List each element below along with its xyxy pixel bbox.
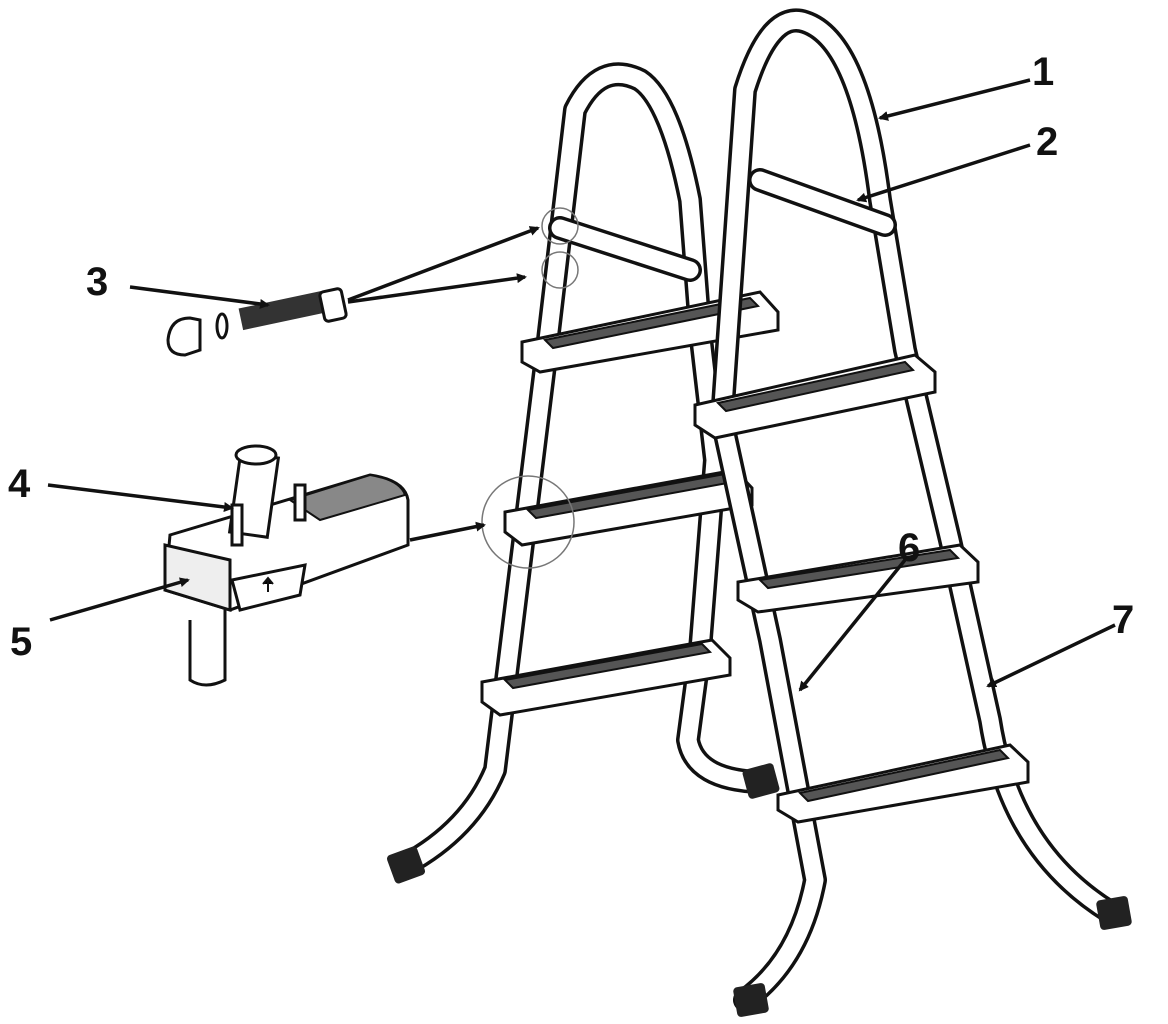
foot-cap (733, 983, 769, 1017)
foot-cap (1096, 896, 1132, 930)
step-bracket-detail (163, 444, 410, 687)
right-ladder-frame (710, 8, 1132, 1017)
part-label-4: 4 (8, 462, 31, 506)
part-label-1: 1 (1032, 50, 1055, 94)
foot-cap (742, 763, 780, 799)
left-ladder-frame (386, 62, 780, 884)
part-label-5: 5 (10, 620, 33, 664)
bolt-assembly (166, 287, 348, 357)
part-label-7: 7 (1112, 598, 1135, 642)
part-label-3: 3 (86, 260, 109, 304)
foot-cap (386, 846, 426, 884)
right-steps (693, 353, 1030, 824)
part-label-2: 2 (1036, 120, 1059, 164)
part-label-6: 6 (898, 526, 921, 570)
detail-circle (541, 207, 579, 245)
detail-circle (541, 251, 579, 289)
leader-arrows (47, 78, 1116, 692)
